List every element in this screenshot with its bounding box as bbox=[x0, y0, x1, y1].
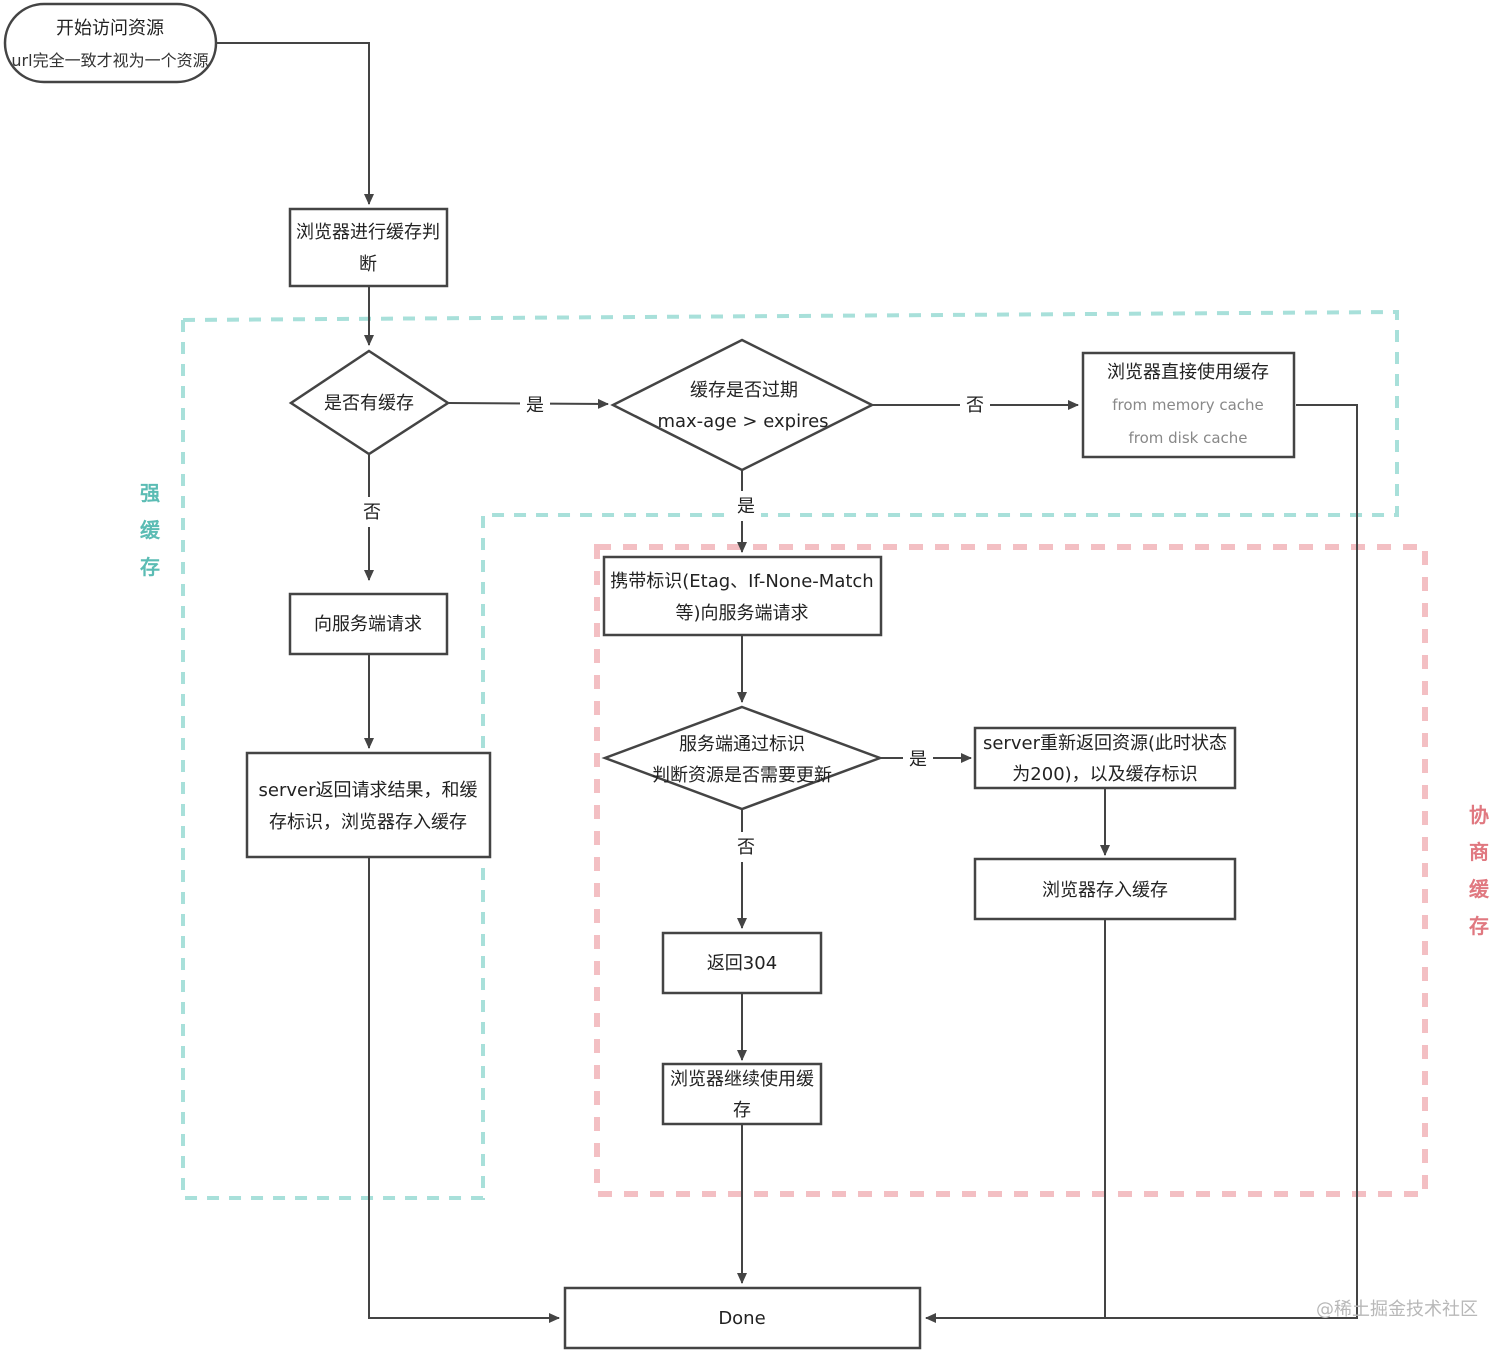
svg-text:server重新返回资源(此时状态: server重新返回资源(此时状态 bbox=[983, 733, 1227, 754]
svg-text:等)向服务端请求: 等)向服务端请求 bbox=[675, 603, 808, 624]
expired-decision: 缓存是否过期 max-age > expires bbox=[610, 338, 875, 472]
edge-use-cache-to-done bbox=[925, 404, 1358, 1323]
svg-text:缓存是否过期: 缓存是否过期 bbox=[690, 380, 798, 401]
strong-cache-label-3: 存 bbox=[140, 555, 160, 579]
label-has-cache-yes: 是 bbox=[526, 395, 544, 416]
negotiated-cache-label-2: 商 bbox=[1469, 840, 1489, 864]
label-check-no: 否 bbox=[737, 837, 755, 858]
svg-text:max-age > expires: max-age > expires bbox=[657, 411, 828, 432]
label-check-yes: 是 bbox=[909, 749, 927, 770]
svg-text:from memory cache: from memory cache bbox=[1112, 396, 1264, 414]
svg-text:浏览器进行缓存判: 浏览器进行缓存判 bbox=[296, 222, 440, 243]
svg-text:为200)，以及缓存标识: 为200)，以及缓存标识 bbox=[1012, 764, 1197, 785]
svg-text:是否有缓存: 是否有缓存 bbox=[324, 393, 414, 414]
cache-judge-node: 浏览器进行缓存判 断 bbox=[288, 207, 449, 288]
negotiated-cache-label-3: 缓 bbox=[1469, 877, 1490, 901]
svg-text:存标识，浏览器存入缓存: 存标识，浏览器存入缓存 bbox=[269, 812, 467, 833]
strong-cache-region bbox=[181, 309, 1399, 1200]
continue-cache-node: 浏览器继续使用缓 存 bbox=[661, 1062, 823, 1126]
svg-text:断: 断 bbox=[359, 254, 377, 275]
label-has-cache-no: 否 bbox=[363, 502, 381, 523]
strong-cache-label-2: 缓 bbox=[140, 518, 161, 542]
svg-text:判断资源是否需要更新: 判断资源是否需要更新 bbox=[652, 765, 832, 786]
server-check-decision: 服务端通过标识 判断资源是否需要更新 bbox=[601, 705, 884, 811]
negotiated-cache-label-1: 协 bbox=[1469, 803, 1489, 827]
edge-start-to-judge bbox=[216, 42, 374, 205]
strong-cache-label-1: 强 bbox=[140, 481, 160, 505]
start-node: 开始访问资源 url完全一致才视为一个资源 bbox=[3, 2, 218, 84]
svg-text:浏览器存入缓存: 浏览器存入缓存 bbox=[1042, 880, 1168, 901]
svg-text:浏览器直接使用缓存: 浏览器直接使用缓存 bbox=[1107, 362, 1269, 383]
negotiated-cache-label-4: 存 bbox=[1469, 914, 1489, 938]
server-return-node: server返回请求结果，和缓 存标识，浏览器存入缓存 bbox=[245, 751, 492, 859]
label-expired-yes: 是 bbox=[737, 496, 755, 517]
use-cache-node: 浏览器直接使用缓存 from memory cache from disk ca… bbox=[1081, 351, 1296, 459]
store-cache-node: 浏览器存入缓存 bbox=[973, 857, 1237, 921]
svg-text:服务端通过标识: 服务端通过标识 bbox=[679, 734, 805, 755]
return-304-node: 返回304 bbox=[661, 931, 823, 995]
label-expired-no: 否 bbox=[966, 395, 984, 416]
server-resend-node: server重新返回资源(此时状态 为200)，以及缓存标识 bbox=[973, 726, 1237, 790]
request-server-node: 向服务端请求 bbox=[288, 592, 449, 656]
done-node: Done bbox=[563, 1286, 922, 1350]
start-subtitle: url完全一致才视为一个资源 bbox=[11, 51, 208, 70]
start-title: 开始访问资源 bbox=[56, 18, 164, 39]
svg-text:向服务端请求: 向服务端请求 bbox=[314, 614, 422, 635]
has-cache-decision: 是否有缓存 bbox=[288, 349, 451, 456]
svg-text:server返回请求结果，和缓: server返回请求结果，和缓 bbox=[259, 780, 478, 801]
watermark: @稀土掘金技术社区 bbox=[1316, 1299, 1478, 1320]
svg-text:存: 存 bbox=[733, 1100, 751, 1121]
carry-tag-node: 携带标识(Etag、If-None-Match 等)向服务端请求 bbox=[602, 555, 883, 637]
svg-text:携带标识(Etag、If-None-Match: 携带标识(Etag、If-None-Match bbox=[610, 571, 873, 592]
edge-return-to-done bbox=[368, 857, 560, 1323]
svg-text:Done: Done bbox=[718, 1308, 765, 1329]
svg-text:浏览器继续使用缓: 浏览器继续使用缓 bbox=[670, 1069, 814, 1090]
svg-text:返回304: 返回304 bbox=[707, 953, 777, 974]
svg-text:from disk cache: from disk cache bbox=[1128, 429, 1247, 447]
negotiated-cache-region bbox=[594, 544, 1428, 1197]
